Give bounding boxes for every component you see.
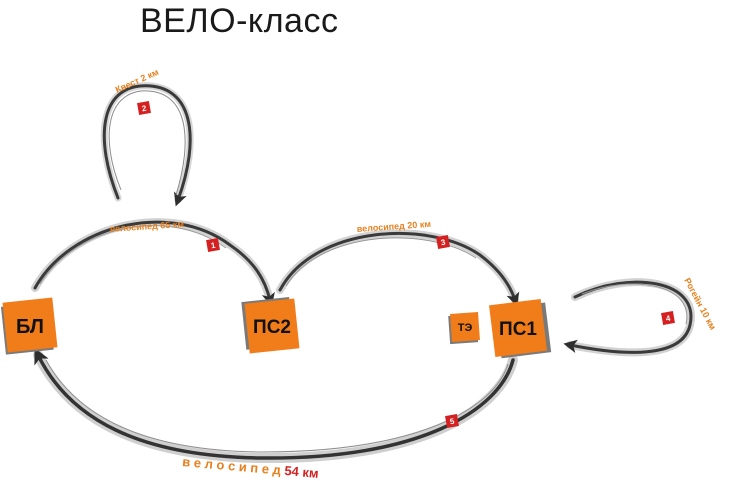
badge-4: 4	[661, 311, 675, 325]
badge-1: 1	[206, 238, 220, 252]
badge-4-text: 4	[665, 314, 671, 324]
node-bl: БЛ	[0, 297, 58, 355]
label-bike65: велосипед 65 км	[109, 219, 184, 234]
label-quest: Квест 2 км	[114, 67, 161, 95]
edge-rogaine	[563, 278, 695, 357]
node-ps1-label: ПС1	[499, 319, 537, 340]
label-bike65-prefix: велосипед	[109, 220, 160, 234]
diagram-title: ВЕЛО-класс	[140, 2, 339, 40]
edge-bike54	[33, 347, 518, 464]
node-te-label: ТЭ	[458, 322, 473, 334]
badge-2-text: 2	[141, 104, 147, 114]
edge-bike65	[31, 218, 275, 307]
edge-bike20	[276, 229, 520, 307]
badge-5: 5	[445, 414, 459, 428]
badge-3-text: 3	[440, 238, 446, 248]
badge-3: 3	[436, 235, 450, 249]
node-ps2-label: ПС2	[253, 317, 291, 338]
badge-1-text: 1	[210, 241, 216, 251]
badge-2: 2	[137, 101, 151, 115]
node-te: ТЭ	[448, 312, 480, 345]
badge-5-text: 5	[449, 417, 455, 427]
label-bike54-value: 54 км	[284, 463, 319, 481]
node-ps2: ПС2	[241, 297, 300, 354]
edge-quest	[100, 82, 194, 207]
label-bike65-value: 65 км	[160, 219, 185, 231]
node-ps1: ПС1	[489, 299, 552, 359]
node-bl-label: БЛ	[16, 316, 44, 338]
